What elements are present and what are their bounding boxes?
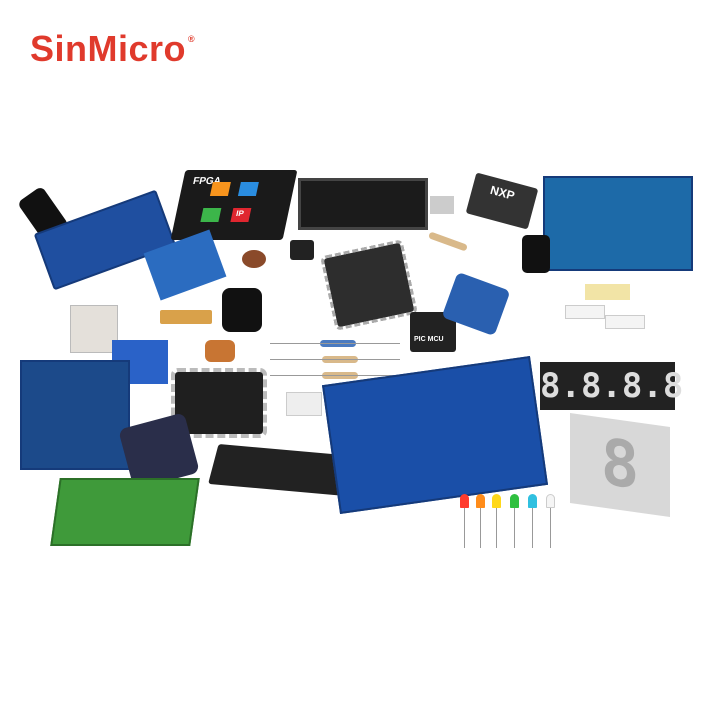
led-cyan bbox=[528, 494, 537, 508]
cement-resistor bbox=[605, 315, 645, 329]
ip-block bbox=[209, 182, 231, 196]
ip-block: IP bbox=[230, 208, 252, 222]
cement-resistor bbox=[565, 305, 605, 319]
tqfp-chip bbox=[171, 368, 267, 438]
nxp-chip: NXP bbox=[465, 172, 539, 230]
led-lead bbox=[496, 508, 497, 548]
ip-block bbox=[237, 182, 259, 196]
led-green bbox=[510, 494, 519, 508]
qfp-chip bbox=[320, 239, 418, 331]
led-red bbox=[460, 494, 469, 508]
signal-relay bbox=[286, 392, 322, 416]
pic-label: PIC MCU bbox=[414, 336, 444, 343]
led-lead bbox=[514, 508, 515, 548]
display-digits: 8.8.8.8 bbox=[540, 366, 684, 406]
registered-mark: ® bbox=[188, 34, 196, 44]
clear-relay bbox=[70, 305, 118, 353]
dev-board-black bbox=[298, 178, 428, 230]
logo-text: SinMicro bbox=[30, 28, 187, 69]
led-orange bbox=[476, 494, 485, 508]
single-digit-seven-segment-display: 8 bbox=[570, 412, 670, 518]
resistor bbox=[428, 231, 468, 252]
inductor bbox=[290, 240, 314, 260]
led-yellow bbox=[492, 494, 501, 508]
electrolytic-capacitor bbox=[522, 235, 550, 273]
led-lead bbox=[532, 508, 533, 548]
led-lead bbox=[464, 508, 465, 548]
sinmicro-logo: SinMicro® bbox=[30, 28, 195, 70]
toroid-inductor bbox=[242, 250, 266, 268]
usb-connector bbox=[430, 196, 454, 214]
green-pcb-board bbox=[50, 478, 200, 546]
film-capacitor bbox=[585, 284, 630, 300]
lead-wire bbox=[270, 359, 400, 360]
servo-controller-board bbox=[321, 356, 549, 514]
four-digit-seven-segment-display: 8.8.8.8 bbox=[540, 362, 683, 410]
led-lead bbox=[480, 508, 481, 548]
ip-block bbox=[200, 208, 222, 222]
blue-pcb-board bbox=[20, 360, 130, 470]
lead-wire bbox=[270, 375, 400, 376]
lead-wire bbox=[270, 343, 400, 344]
resistor-network bbox=[160, 310, 212, 324]
fpga-chip: FPGA IP bbox=[170, 170, 298, 240]
led-white bbox=[546, 494, 555, 508]
display-digit: 8 bbox=[600, 425, 640, 505]
ip-label: IP bbox=[235, 209, 245, 218]
nxp-label: NXP bbox=[488, 182, 517, 203]
arduino-uno-board bbox=[543, 176, 693, 271]
led-lead bbox=[550, 508, 551, 548]
coil-inductor bbox=[205, 340, 235, 362]
power-inductor bbox=[222, 288, 262, 332]
